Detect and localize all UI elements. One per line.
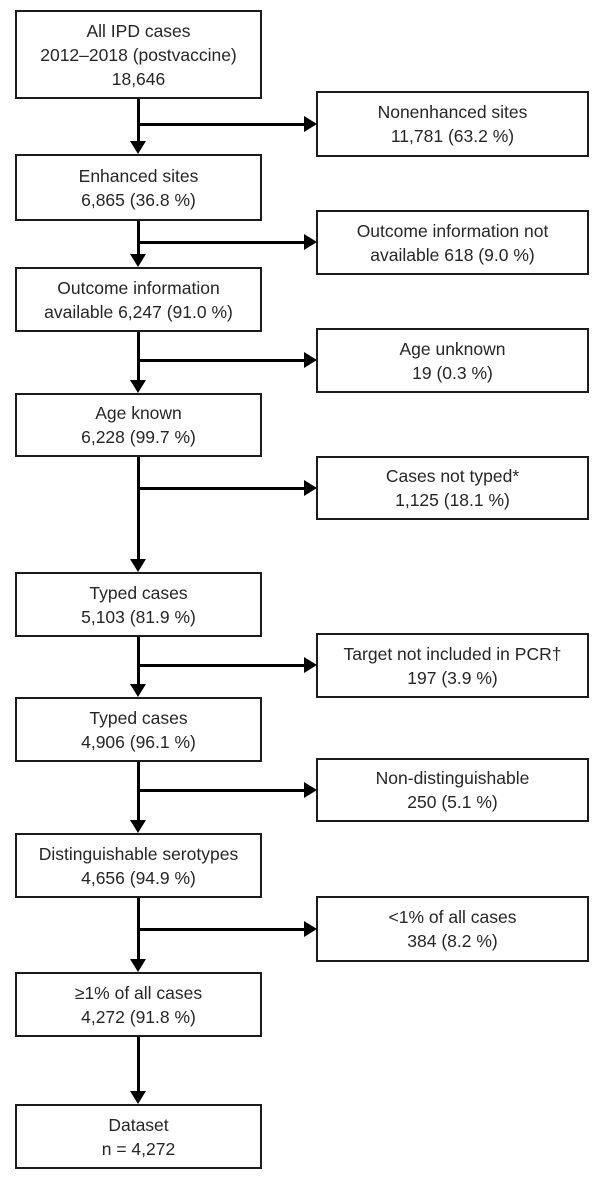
connector-vertical-line [137, 637, 140, 684]
box-line: Target not included in PCR† [343, 643, 562, 664]
flow-box-typed-cases-2: Typed cases 4,906 (96.1 %) [15, 697, 262, 762]
box-line: Nonenhanced sites [377, 102, 528, 122]
box-line: available 6,247 (91.0 %) [44, 301, 233, 322]
arrow-down-icon [130, 380, 146, 393]
flow-box-non-distinguishable: Non-distinguishable 250 (5.1 %) [316, 758, 589, 822]
box-line: Typed cases [89, 582, 188, 603]
flow-box-age-unknown: Age unknown 19 (0.3 %) [316, 328, 589, 393]
branch-line [137, 487, 304, 490]
box-line: Non-distinguishable [375, 768, 530, 788]
arrow-right-icon [304, 352, 317, 368]
box-line: Outcome information not [356, 220, 549, 241]
flow-box-enhanced-sites: Enhanced sites 6,865 (36.8 %) [15, 154, 262, 221]
box-line: 4,656 (94.9 %) [81, 867, 196, 888]
branch-line [137, 241, 304, 244]
arrow-right-icon [304, 782, 317, 798]
arrow-right-icon [304, 921, 317, 937]
box-line: available 618 (9.0 %) [370, 244, 535, 265]
arrow-down-icon [130, 820, 146, 833]
flow-box-lt1pct-cases: <1% of all cases 384 (8.2 %) [316, 896, 589, 962]
box-line: All IPD cases [86, 20, 191, 41]
arrow-right-icon [304, 116, 317, 132]
flow-box-all-ipd-cases: All IPD cases 2012–2018 (postvaccine) 18… [15, 10, 262, 99]
box-line: 18,646 [111, 68, 166, 89]
arrow-down-icon [130, 684, 146, 697]
box-line: 1,125 (18.1 %) [395, 490, 510, 510]
flow-box-typed-cases-1: Typed cases 5,103 (81.9 %) [15, 572, 262, 637]
flow-box-dataset: Dataset n = 4,272 [15, 1104, 262, 1169]
box-line: 6,865 (36.8 %) [81, 189, 196, 210]
box-line: ≥1% of all cases [74, 982, 203, 1003]
box-line: 11,781 (63.2 %) [390, 126, 515, 146]
flow-box-outcome-available: Outcome information available 6,247 (91.… [15, 267, 262, 332]
box-line: Outcome information [57, 277, 220, 298]
connector-vertical-line [137, 99, 140, 141]
box-line: Age known [95, 403, 182, 423]
flow-box-cases-not-typed: Cases not typed* 1,125 (18.1 %) [316, 456, 589, 520]
box-line: 384 (8.2 %) [407, 931, 498, 951]
flow-box-nonenhanced-sites: Nonenhanced sites 11,781 (63.2 %) [316, 91, 589, 157]
arrow-down-icon [130, 559, 146, 572]
branch-line [137, 359, 304, 362]
arrow-down-icon [130, 254, 146, 267]
arrow-right-icon [304, 657, 317, 673]
arrow-right-icon [304, 480, 317, 496]
branch-line [137, 928, 304, 931]
branch-line [137, 664, 304, 667]
flow-box-age-known: Age known 6,228 (99.7 %) [15, 393, 262, 457]
connector-vertical-line [137, 221, 140, 254]
connector-vertical-line [137, 332, 140, 380]
box-line: 250 (5.1 %) [407, 792, 498, 812]
branch-line [137, 123, 304, 126]
flow-box-outcome-not-available: Outcome information not available 618 (9… [316, 210, 589, 275]
box-line: 2012–2018 (postvaccine) [40, 44, 237, 65]
flow-box-distinguishable-serotypes: Distinguishable serotypes 4,656 (94.9 %) [15, 833, 262, 898]
connector-vertical-line [137, 1037, 140, 1091]
box-line: Dataset [108, 1114, 169, 1135]
box-line: Age unknown [399, 338, 506, 359]
flow-box-ge1pct-cases: ≥1% of all cases 4,272 (91.8 %) [15, 972, 262, 1037]
box-line: 5,103 (81.9 %) [81, 606, 196, 627]
arrow-down-icon [130, 1091, 146, 1104]
box-line: 19 (0.3 %) [412, 362, 493, 383]
arrow-right-icon [304, 234, 317, 250]
box-line: Cases not typed* [385, 466, 520, 486]
box-line: 4,906 (96.1 %) [81, 731, 196, 752]
box-line: 4,272 (91.8 %) [81, 1006, 196, 1027]
arrow-down-icon [130, 141, 146, 154]
box-line: 6,228 (99.7 %) [81, 427, 196, 447]
box-line: <1% of all cases [388, 907, 517, 927]
connector-vertical-line [137, 457, 140, 559]
box-line: n = 4,272 [101, 1138, 176, 1159]
box-line: 197 (3.9 %) [407, 667, 498, 688]
box-line: Enhanced sites [78, 165, 199, 186]
arrow-down-icon [130, 959, 146, 972]
box-line: Typed cases [89, 707, 188, 728]
flow-box-target-not-in-pcr: Target not included in PCR† 197 (3.9 %) [316, 633, 589, 698]
box-line: Distinguishable serotypes [38, 843, 239, 864]
branch-line [137, 789, 304, 792]
